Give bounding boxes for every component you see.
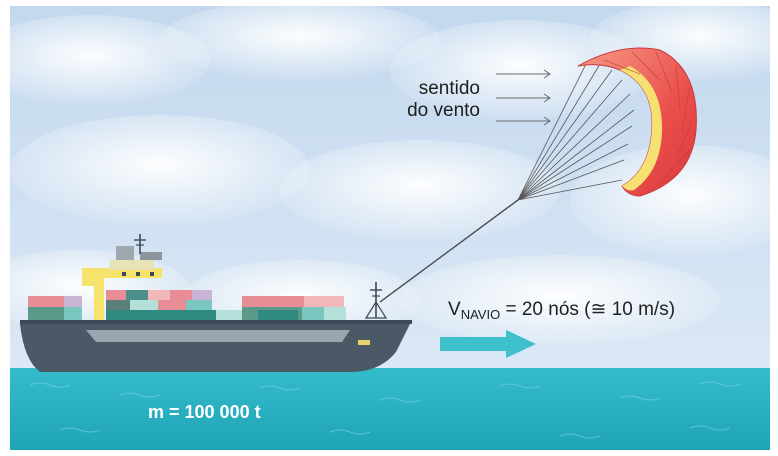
hull-deck-line (20, 320, 412, 324)
ship-mass-label: m = 100 000 t (148, 402, 261, 422)
sea-ripples (29, 381, 741, 439)
wind-label-line1: sentido (418, 78, 480, 99)
clouds (0, 0, 778, 345)
speed-value: = 20 nós (≅ 10 m/s) (505, 299, 676, 320)
wind-arrows (496, 69, 551, 126)
wind-label-line2: do vento (407, 100, 480, 121)
ship-bridge (82, 234, 162, 320)
sea (10, 368, 770, 450)
wind-direction-label: sentido do vento (388, 78, 480, 122)
bow-mast (364, 282, 388, 319)
kite-lines (517, 63, 635, 201)
speed-subscript: NAVIO (460, 307, 501, 322)
ship-hull (20, 320, 412, 372)
hull-stripe (86, 330, 350, 342)
velocity-arrow (440, 330, 536, 358)
container-ship (20, 234, 412, 372)
tow-line (379, 199, 519, 303)
speed-symbol: V (448, 299, 461, 320)
containers (28, 290, 346, 320)
ship-speed-label: VNAVIO = 20 nós (≅ 10 m/s) (448, 298, 675, 322)
kite (577, 47, 697, 197)
